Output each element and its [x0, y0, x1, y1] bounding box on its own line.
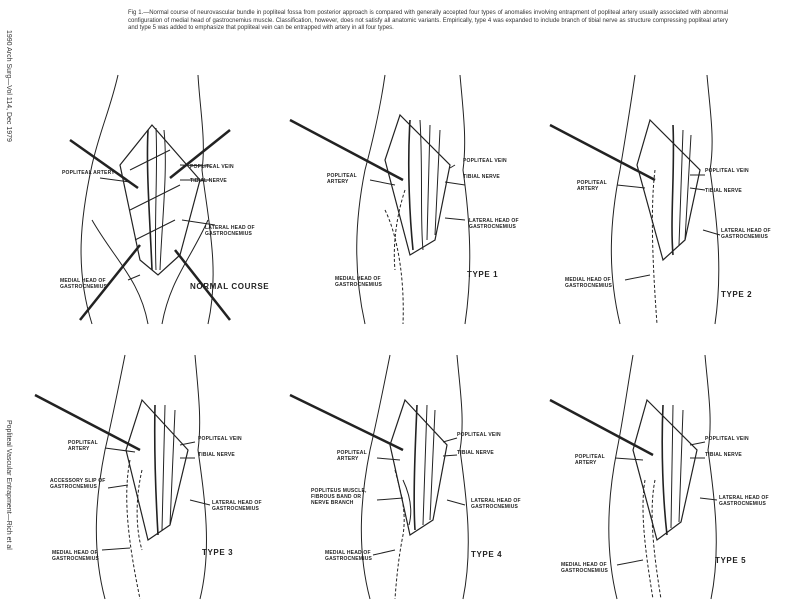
- running-header-text: 1990 Arch Surg—Vol 114, Dec 1979: [5, 30, 12, 142]
- panel-type-1: POPLITEAL VEIN TIBIAL NERVE POPLITEAL AR…: [285, 70, 545, 325]
- label-tibial-nerve: TIBIAL NERVE: [463, 174, 500, 180]
- label-popliteal-vein: POPLITEAL VEIN: [190, 164, 234, 170]
- label-popliteal-artery: POPLITEAL ARTERY: [327, 173, 367, 185]
- panel-type-3: POPLITEAL VEIN TIBIAL NERVE POPLITEAL AR…: [30, 350, 280, 600]
- label-medial-head: MEDIAL HEAD OF GASTROCNEMIUS: [325, 550, 385, 562]
- running-footer: Popliteal Vascular Entrapment—Rich et al: [2, 420, 12, 595]
- label-popliteal-artery: POPLITEAL ARTERY: [337, 450, 377, 462]
- label-lateral-head: LATERAL HEAD OF GASTROCNEMIUS: [471, 498, 535, 510]
- label-accessory-slip: ACCESSORY SLIP OF GASTROCNEMIUS: [50, 478, 110, 490]
- label-lateral-head: LATERAL HEAD OF GASTROCNEMIUS: [469, 218, 539, 230]
- panel-title: TYPE 3: [202, 548, 233, 557]
- type-4-illustration: [285, 350, 545, 600]
- label-tibial-nerve: TIBIAL NERVE: [190, 178, 227, 184]
- running-header: 1990 Arch Surg—Vol 114, Dec 1979: [2, 30, 12, 220]
- label-medial-head: MEDIAL HEAD OF GASTROCNEMIUS: [60, 278, 120, 290]
- label-tibial-nerve: TIBIAL NERVE: [705, 188, 742, 194]
- label-medial-head: MEDIAL HEAD OF GASTROCNEMIUS: [52, 550, 112, 562]
- panel-title: TYPE 1: [467, 270, 498, 279]
- panel-title: TYPE 5: [715, 556, 746, 565]
- label-tibial-nerve: TIBIAL NERVE: [198, 452, 235, 458]
- panel-normal-course: POPLITEAL ARTERY POPLITEAL VEIN TIBIAL N…: [30, 70, 280, 325]
- running-footer-text: Popliteal Vascular Entrapment—Rich et al: [5, 420, 12, 550]
- label-medial-head: MEDIAL HEAD OF GASTROCNEMIUS: [335, 276, 399, 288]
- label-lateral-head: LATERAL HEAD OF GASTROCNEMIUS: [212, 500, 272, 512]
- panel-type-2: POPLITEAL VEIN TIBIAL NERVE POPLITEAL AR…: [545, 70, 785, 325]
- label-popliteal-vein: POPLITEAL VEIN: [705, 436, 749, 442]
- type-1-illustration: [285, 70, 545, 325]
- label-lateral-head: LATERAL HEAD OF GASTROCNEMIUS: [205, 225, 265, 237]
- label-popliteal-vein: POPLITEAL VEIN: [457, 432, 501, 438]
- figure-caption: Fig 1.—Normal course of neurovascular bu…: [128, 10, 728, 33]
- label-lateral-head: LATERAL HEAD OF GASTROCNEMIUS: [721, 228, 783, 240]
- label-popliteal-vein: POPLITEAL VEIN: [463, 158, 507, 164]
- label-popliteal-artery: POPLITEAL ARTERY: [68, 440, 108, 452]
- label-popliteal-vein: POPLITEAL VEIN: [198, 436, 242, 442]
- type-3-illustration: [30, 350, 280, 600]
- label-popliteal-artery: POPLITEAL ARTERY: [62, 170, 115, 176]
- label-tibial-nerve: TIBIAL NERVE: [457, 450, 494, 456]
- label-medial-head: MEDIAL HEAD OF GASTROCNEMIUS: [561, 562, 621, 574]
- label-medial-head: MEDIAL HEAD OF GASTROCNEMIUS: [565, 277, 629, 289]
- label-popliteal-vein: POPLITEAL VEIN: [705, 168, 749, 174]
- panel-title: TYPE 4: [471, 550, 502, 559]
- label-popliteus-muscle: POPLITEUS MUSCLE, FIBROUS BAND OR NERVE …: [311, 488, 377, 506]
- panel-type-5: POPLITEAL VEIN TIBIAL NERVE POPLITEAL AR…: [545, 350, 785, 600]
- panel-title: NORMAL COURSE: [190, 282, 269, 291]
- label-popliteal-artery: POPLITEAL ARTERY: [575, 454, 615, 466]
- panel-title: TYPE 2: [721, 290, 752, 299]
- label-popliteal-artery: POPLITEAL ARTERY: [577, 180, 617, 192]
- label-lateral-head: LATERAL HEAD OF GASTROCNEMIUS: [719, 495, 781, 507]
- panel-type-4: POPLITEAL VEIN TIBIAL NERVE POPLITEAL AR…: [285, 350, 545, 600]
- label-tibial-nerve: TIBIAL NERVE: [705, 452, 742, 458]
